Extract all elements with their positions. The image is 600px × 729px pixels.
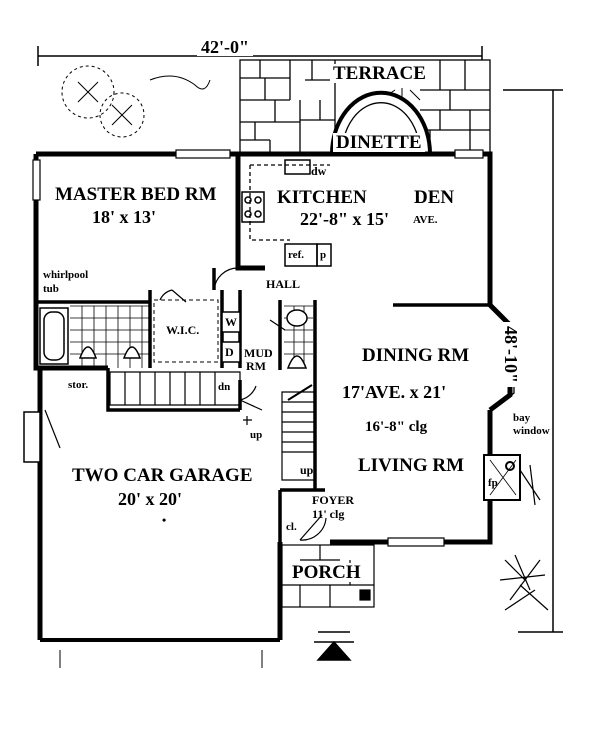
- whirlpool-label: whirlpool: [43, 269, 89, 281]
- kitchen-appliances: [241, 159, 332, 267]
- dryer-label: D: [225, 345, 234, 359]
- walk-in-closet: [153, 299, 219, 363]
- stor-label: stor.: [68, 379, 89, 391]
- porch: [281, 544, 375, 608]
- foyer-label: FOYER: [312, 493, 354, 507]
- door-swings: [44, 267, 327, 541]
- tree-symbol: [61, 65, 211, 138]
- living-label: LIVING RM: [358, 455, 465, 476]
- dining-label: DINING RM: [362, 345, 470, 366]
- garage-label: TWO CAR GARAGE: [72, 465, 253, 486]
- depth-dimension-line: [503, 89, 563, 633]
- closet-label: cl.: [286, 521, 297, 533]
- bath-tiles: [70, 305, 313, 368]
- foyer-ceiling: 11' clg: [312, 507, 345, 521]
- fireplace-label: fp: [488, 477, 498, 489]
- garage-side-door: [23, 411, 41, 463]
- wic-label: W.I.C.: [166, 323, 200, 337]
- ref-label: ref.: [288, 249, 304, 261]
- den-size-note: AVE.: [413, 214, 438, 226]
- dining-size: 17'AVE. x 21': [342, 382, 447, 402]
- shrub-symbol: [499, 464, 549, 611]
- kitchen-label: KITCHEN: [277, 187, 367, 208]
- stair-up-foyer-label: up: [300, 463, 314, 477]
- dinette-label: DINETTE: [333, 133, 425, 152]
- dw-label: dw: [311, 164, 327, 178]
- garage-center-dot: •: [162, 513, 167, 527]
- tub-label: tub: [43, 283, 59, 295]
- garage-size: 20' x 20': [118, 489, 183, 509]
- washer-label: W: [225, 315, 237, 329]
- laundry-appliances: [221, 311, 241, 363]
- stair-up-garage-label: up: [250, 429, 263, 441]
- mud-room-label-2: RM: [246, 359, 266, 373]
- hall-label: HALL: [266, 277, 301, 291]
- den-label: DEN: [414, 187, 455, 208]
- windows: [32, 149, 484, 547]
- depth-dimension: 48'-10": [501, 322, 521, 387]
- master-bed-label: MASTER BED RM: [55, 184, 217, 205]
- porch-label: PORCH: [290, 562, 363, 583]
- window-label: window: [513, 425, 550, 437]
- master-bed-size: 18' x 13': [92, 207, 157, 227]
- mud-room-label: MUD: [244, 346, 273, 360]
- front-steps: [314, 631, 354, 661]
- fireplace: [483, 454, 521, 501]
- bath-fixtures: [39, 307, 308, 369]
- terrace-label: TERRACE: [330, 64, 429, 83]
- stairs: [109, 371, 316, 481]
- stair-down-label: dn: [218, 381, 231, 393]
- bay-label: bay: [513, 412, 531, 424]
- dining-ceiling: 16'-8" clg: [365, 419, 428, 435]
- dinette-bay-inner: [341, 102, 421, 155]
- interior-walls: [36, 268, 490, 642]
- pantry-label: p: [320, 249, 327, 261]
- kitchen-size: 22'-8" x 15': [300, 209, 389, 229]
- kitchen-counters: [249, 164, 330, 241]
- width-dimension: 42'-0": [197, 38, 253, 56]
